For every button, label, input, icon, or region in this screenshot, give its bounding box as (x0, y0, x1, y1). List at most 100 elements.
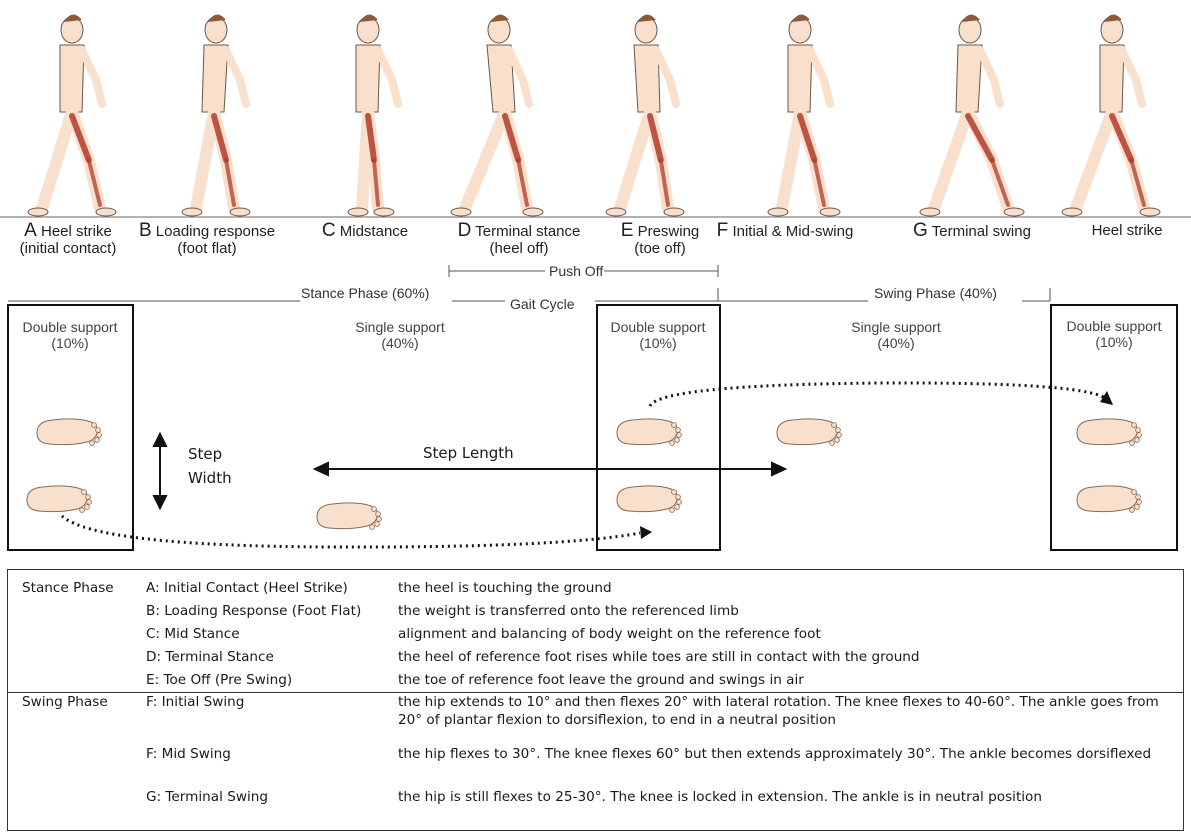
foot-sole (777, 419, 837, 445)
foot (820, 208, 840, 216)
toe (376, 512, 381, 517)
arm (1122, 50, 1142, 104)
footprint (317, 503, 381, 530)
step-length-label: Step Length (423, 444, 514, 462)
table-event-cell: F: Initial Swing (146, 693, 244, 711)
phase-subtitle: (foot flat) (127, 240, 287, 257)
table-description-cell: the hip extends to 10° and then flexes 2… (398, 693, 1180, 729)
foot (348, 208, 368, 216)
support-label-2: Single support (40%) (340, 319, 460, 351)
phase-letter: E (621, 220, 634, 241)
walker-figure (606, 14, 684, 216)
support-label-5: Double support (10%) (1053, 318, 1175, 350)
phase-letter: G (913, 220, 928, 241)
table-description-cell: the heel of reference foot rises while t… (398, 648, 1180, 666)
walker-figure (920, 14, 1024, 216)
phase-name: C Midstance (285, 222, 445, 240)
phase-label-a: A Heel strike(initial contact) (0, 222, 148, 257)
phase-title: Loading response (156, 223, 275, 240)
table-event-cell: D: Terminal Stance (146, 648, 274, 666)
table-description-cell: the hip flexes to 30°. The knee flexes 6… (398, 745, 1180, 763)
foot (1140, 208, 1160, 216)
leg-back (42, 112, 72, 208)
phase-name: F Initial & Mid-swing (705, 222, 865, 240)
arm (810, 50, 830, 104)
table-description-cell: alignment and balancing of body weight o… (398, 625, 1180, 643)
support-label-4: Single support (40%) (836, 319, 956, 351)
support-pct: (10%) (1053, 334, 1175, 350)
foot (523, 208, 543, 216)
walker-figure (1062, 14, 1160, 216)
phase-title: Heel strike (1092, 222, 1163, 239)
table-event-cell: C: Mid Stance (146, 625, 240, 643)
step-width-arrow (154, 434, 166, 508)
phase-label-c: C Midstance (285, 222, 445, 240)
foot (606, 208, 626, 216)
leg-back (196, 112, 214, 208)
phase-name: B Loading response (127, 222, 287, 240)
arm (980, 50, 1000, 104)
support-pct: (40%) (340, 335, 460, 351)
phase-letter: A (24, 220, 37, 241)
step-width-label-2: Width (188, 469, 232, 487)
walker-figure (768, 14, 840, 216)
table-description-cell: the weight is transferred onto the refer… (398, 602, 1180, 620)
toe (372, 507, 377, 512)
walker-figure (451, 14, 543, 216)
stance-phase-label: Stance Phase (60%) (301, 285, 429, 301)
swing-phase-label: Swing Phase (40%) (874, 285, 997, 301)
phase-label-b: B Loading response(foot flat) (127, 222, 287, 257)
table-event-cell: G: Terminal Swing (146, 788, 268, 806)
phase-title: Terminal swing (932, 223, 1031, 240)
table-description-cell: the hip is still flexes to 25-30°. The k… (398, 788, 1180, 806)
toe (370, 525, 375, 530)
phase-label-heel-strike-end: Heel strike (1047, 222, 1191, 239)
table-phase-cell: Stance Phase (22, 579, 114, 597)
support-name: Double support (10, 319, 130, 335)
support-label-1: Double support (10%) (10, 319, 130, 351)
arm (82, 50, 102, 104)
foot (230, 208, 250, 216)
phase-title: Heel strike (41, 223, 112, 240)
phase-name: G Terminal swing (892, 222, 1052, 240)
phase-label-d: D Terminal stance(heel off) (439, 222, 599, 257)
toe (830, 441, 835, 446)
table-phase-cell: Swing Phase (22, 693, 108, 711)
foot (768, 208, 788, 216)
arm (378, 50, 398, 104)
foot (28, 208, 48, 216)
phase-letter: D (458, 220, 472, 241)
leg-back (782, 112, 800, 208)
table-description-cell: the toe of reference foot leave the grou… (398, 671, 1180, 689)
foot (182, 208, 202, 216)
foot-sole (317, 503, 377, 529)
phase-label-f: F Initial & Mid-swing (705, 222, 865, 240)
leg-back (1076, 112, 1112, 208)
foot (451, 208, 471, 216)
toe (832, 423, 837, 428)
phase-name: D Terminal stance (439, 222, 599, 240)
support-name: Single support (836, 319, 956, 335)
phase-title: Terminal stance (475, 223, 580, 240)
phase-letter: F (717, 220, 729, 241)
push-off-label: Push Off (549, 263, 603, 279)
table-event-cell: F: Mid Swing (146, 745, 231, 763)
phase-subtitle: (heel off) (439, 240, 599, 257)
foot (920, 208, 940, 216)
gait-cycle-label: Gait Cycle (510, 296, 575, 312)
toe (837, 433, 842, 438)
phase-name: A Heel strike (0, 222, 148, 240)
table-event-cell: B: Loading Response (Foot Flat) (146, 602, 361, 620)
support-name: Single support (340, 319, 460, 335)
step-width-label-1: Step (188, 445, 222, 463)
phase-subtitle: (initial contact) (0, 240, 148, 257)
phase-label-g: G Terminal swing (892, 222, 1052, 240)
arm (226, 50, 246, 104)
phase-title: Midstance (340, 223, 408, 240)
foot (664, 208, 684, 216)
toe (836, 428, 841, 433)
leg-back (934, 112, 968, 208)
walking-figures (28, 14, 1160, 216)
support-label-3: Double support (10%) (598, 319, 718, 351)
foot (374, 208, 394, 216)
